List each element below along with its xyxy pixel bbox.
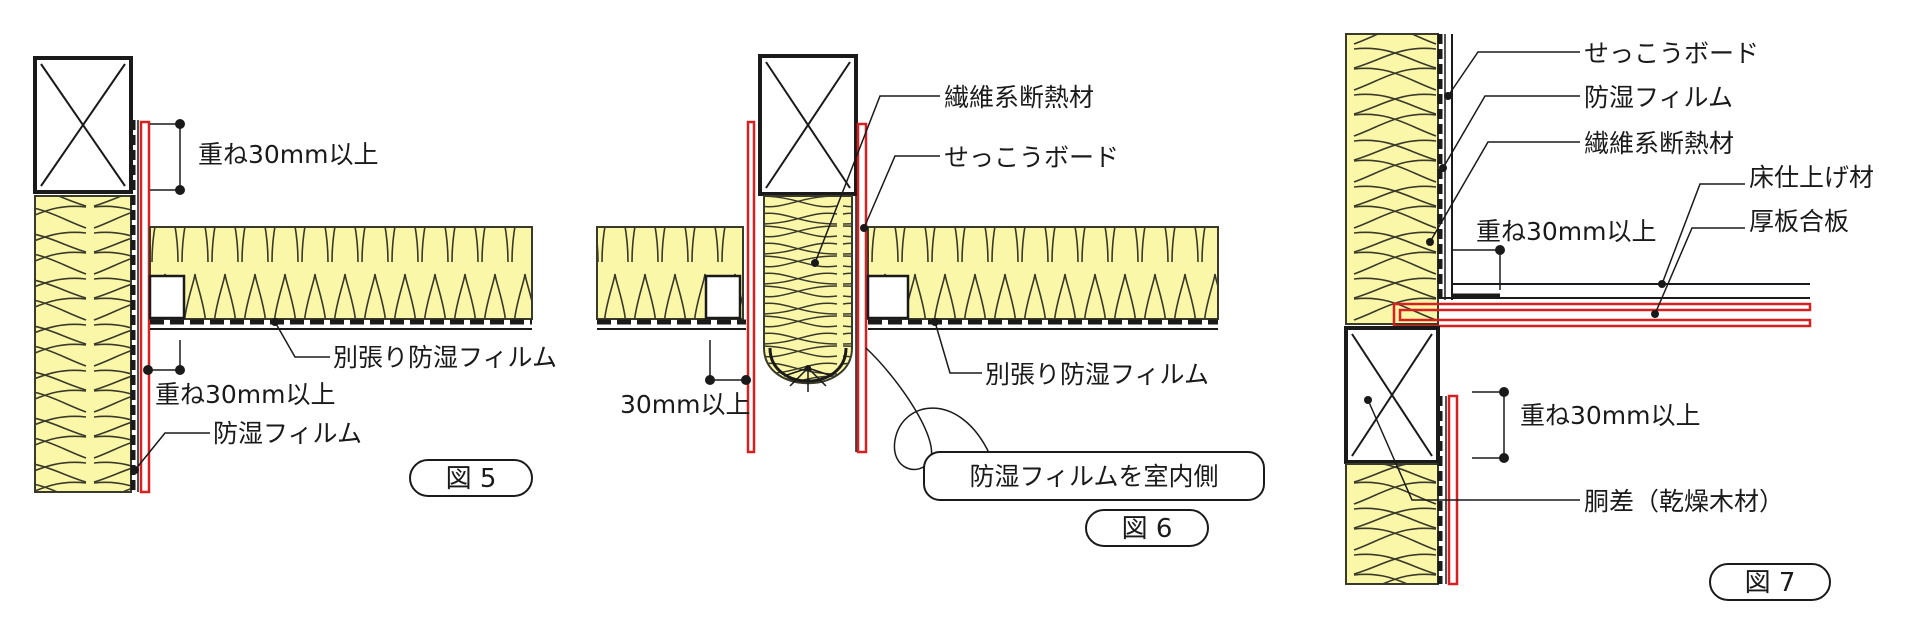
label-separate-film: 別張り防湿フィルム xyxy=(333,343,557,372)
dosashi-cross xyxy=(1351,333,1433,457)
dim-dot xyxy=(175,185,185,195)
nailer-block xyxy=(866,274,910,320)
lower-wall-insulation xyxy=(1345,463,1439,585)
leader-line xyxy=(274,321,330,358)
column-insulation xyxy=(763,195,853,385)
label-floor-finish: 床仕上げ材 xyxy=(1749,163,1874,192)
insulation-radial xyxy=(783,367,833,392)
leader-dot xyxy=(131,466,139,474)
leader-line xyxy=(863,155,940,229)
leader-dot xyxy=(1444,92,1452,100)
leader-line xyxy=(1654,227,1745,315)
label-separate-film: 別張り防湿フィルム xyxy=(985,360,1209,389)
gypsum-board-red-left xyxy=(746,120,756,454)
dim-dot xyxy=(1499,453,1509,463)
nailer-block xyxy=(148,274,186,320)
figure-caption: 図 5 xyxy=(446,464,497,494)
callout-leader xyxy=(865,347,991,471)
dim-dot xyxy=(175,365,185,375)
leader-line xyxy=(1447,51,1580,97)
label-overlap-lower: 重ね30mm以上 xyxy=(1520,401,1701,430)
leader-line xyxy=(814,95,940,264)
upper-wall-insulation xyxy=(1345,33,1439,325)
label-vapor-film: 防湿フィルム xyxy=(1584,83,1733,112)
leader-line xyxy=(1367,399,1580,501)
leader-dot xyxy=(1439,164,1447,172)
wall-insulation xyxy=(34,195,132,493)
leader-dot xyxy=(811,259,819,267)
ceiling-insulation-right xyxy=(867,226,1219,320)
nailer-block xyxy=(704,274,742,320)
label-overlap-top: 重ね30mm以上 xyxy=(198,140,379,169)
label-fiber-insulation: 繊維系断熱材 xyxy=(1584,129,1734,158)
beam-cross xyxy=(765,61,851,189)
floor-finish-line xyxy=(1439,290,1810,299)
leader-line xyxy=(934,321,982,374)
leader-line xyxy=(1442,95,1580,169)
dim-dot xyxy=(143,365,153,375)
leader-dot xyxy=(1426,238,1434,246)
figure-caption: 図 6 xyxy=(1122,514,1173,544)
leader-dot xyxy=(860,224,868,232)
leader-dot xyxy=(1651,310,1659,318)
label-30mm: 30mm以上 xyxy=(620,390,751,419)
leader-dot xyxy=(1658,280,1666,288)
label-gypsum-board: せっこうボード xyxy=(944,143,1119,172)
leader-dot xyxy=(271,318,279,326)
figure-5: 重ね30mm以上 重ね30mm以上 別張り防湿フィルム 防湿フィルム 図 5 xyxy=(33,56,557,497)
figure-7: せっこうボード 防湿フィルム 繊維系断熱材 床仕上げ材 厚板合板 重ね30mm以… xyxy=(1344,33,1874,601)
label-vapor-film: 防湿フィルム xyxy=(213,419,362,448)
dim-dot xyxy=(1499,387,1509,397)
leader-dot xyxy=(1364,396,1372,404)
dim-dot xyxy=(741,375,751,385)
ceiling-insulation xyxy=(149,226,533,320)
dim-dot xyxy=(175,119,185,129)
leader-line xyxy=(134,432,210,471)
gypsum-board-red xyxy=(1447,394,1459,586)
gypsum-board-red-right xyxy=(856,122,868,454)
thick-plywood-red xyxy=(1392,302,1812,328)
label-gypsum-board: せっこうボード xyxy=(1584,39,1759,68)
leader-line xyxy=(1429,141,1580,243)
figure-caption-badge xyxy=(1085,509,1209,547)
figure-caption-badge xyxy=(1709,563,1831,601)
gypsum-board-red xyxy=(139,120,151,494)
figure-caption-badge xyxy=(409,459,533,497)
beam-cross xyxy=(40,63,126,187)
figure-6: 繊維系断熱材 せっこうボード 別張り防湿フィルム 30mm以上 防湿フィルムを室… xyxy=(596,54,1265,547)
callout-box xyxy=(923,451,1265,501)
dim-dot xyxy=(705,375,715,385)
label-overlap-bottom: 重ね30mm以上 xyxy=(155,380,336,409)
label-dosashi: 胴差（乾燥木材） xyxy=(1584,487,1784,516)
callout-text: 防湿フィルムを室内側 xyxy=(969,462,1218,491)
label-thick-plywood: 厚板合板 xyxy=(1749,207,1849,236)
label-fiber-insulation: 繊維系断熱材 xyxy=(944,83,1094,112)
label-overlap: 重ね30mm以上 xyxy=(1476,217,1657,246)
figure-caption: 図 7 xyxy=(1745,568,1796,598)
leader-dot xyxy=(931,318,939,326)
leader-line xyxy=(1661,183,1745,285)
